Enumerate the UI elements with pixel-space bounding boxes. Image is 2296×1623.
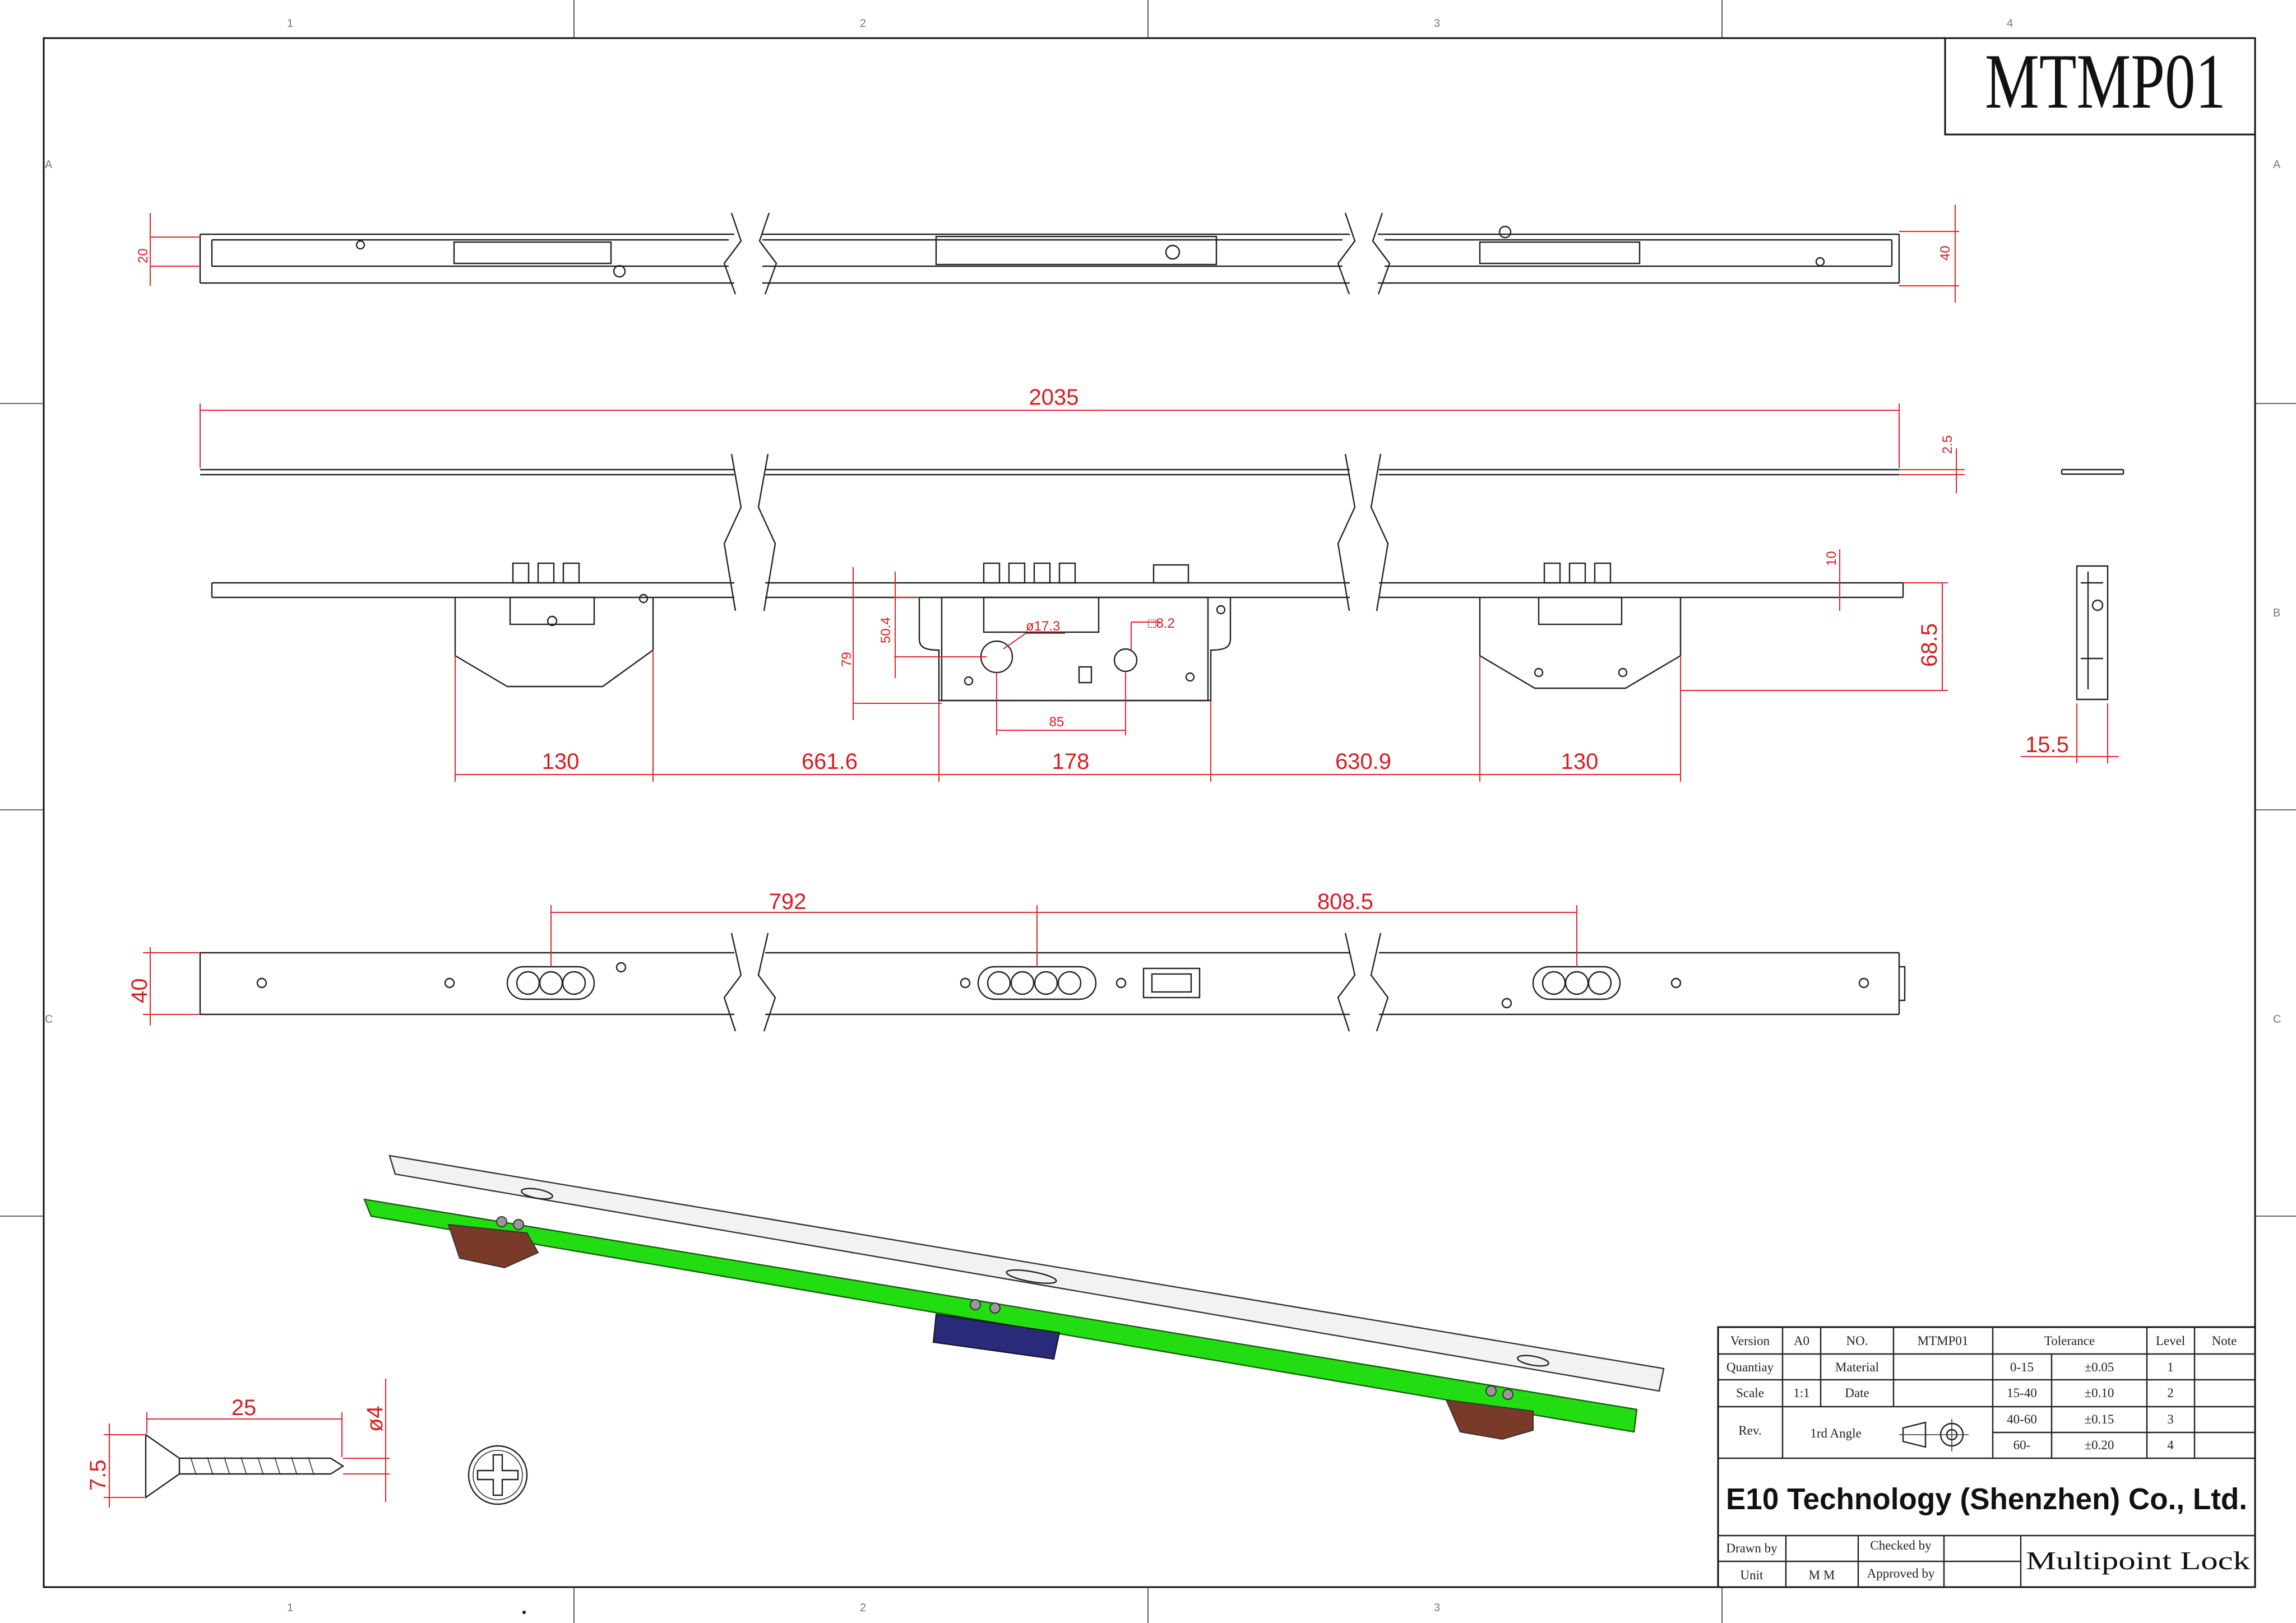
dim-cylinder-dia: ø17.3 bbox=[1026, 619, 1060, 634]
dim-face-right-spacing: 808.5 bbox=[1317, 889, 1373, 914]
zone-col-3-top: 3 bbox=[1434, 17, 1440, 30]
dim-strip-thickness: 2.5 bbox=[1940, 435, 1955, 454]
drawing-number-box bbox=[1944, 37, 2256, 136]
tb-drawn-by-label: Drawn by bbox=[1726, 1541, 1777, 1555]
tb-date-label: Date bbox=[1845, 1386, 1869, 1400]
iso-hook-case-left bbox=[447, 1223, 539, 1269]
dim-center-distance: 85 bbox=[1049, 715, 1064, 730]
tb-tol-range-2: 15-40 bbox=[2007, 1386, 2037, 1400]
drawing-number: MTMP01 bbox=[1985, 38, 2226, 125]
screw-drawing: 25 ø4 7.5 bbox=[86, 1379, 528, 1508]
dim-face-left-spacing: 792 bbox=[769, 889, 807, 914]
tb-quantity-label: Quantiay bbox=[1726, 1360, 1774, 1374]
tb-tol-range-1: 0-15 bbox=[2010, 1360, 2034, 1374]
zone-col-2-bottom: 2 bbox=[860, 1602, 866, 1614]
dim-top-left-height: 20 bbox=[136, 248, 151, 263]
tb-tol-level-4: 4 bbox=[2167, 1438, 2174, 1452]
screw-head-icon bbox=[467, 1445, 528, 1505]
zone-col-2-top: 2 bbox=[860, 17, 866, 30]
dim-bolt-projection: 10 bbox=[1824, 551, 1839, 566]
dim-case-depth: 68.5 bbox=[1917, 623, 1942, 667]
zone-row-a-right: A bbox=[2273, 159, 2281, 171]
zone-col-3-bottom: 3 bbox=[1434, 1602, 1440, 1614]
tb-angle-label: 1rd Angle bbox=[1810, 1426, 1861, 1440]
title-block: Version A0 NO. MTMP01 Quantiay Material … bbox=[1717, 1326, 2256, 1588]
dim-screw-diameter: ø4 bbox=[363, 1406, 387, 1432]
tb-rev-label: Rev. bbox=[1738, 1423, 1761, 1437]
zone-row-c-right: C bbox=[2273, 1013, 2281, 1026]
tb-tol-value-3: ±0.15 bbox=[2085, 1412, 2114, 1426]
top-view: 20 40 bbox=[136, 205, 1959, 303]
tb-unit-value: M M bbox=[1809, 1568, 1835, 1582]
tb-tol-level-2: 2 bbox=[2167, 1386, 2174, 1400]
zone-row-c-left: C bbox=[45, 1013, 53, 1026]
dim-center-height: 79 bbox=[839, 652, 854, 667]
zone-col-4-top: 4 bbox=[2007, 17, 2013, 30]
tb-approved-by-label: Approved by bbox=[1867, 1566, 1935, 1580]
dim-screw-head: 7.5 bbox=[86, 1459, 110, 1491]
tb-tol-level-3: 3 bbox=[2167, 1412, 2174, 1426]
dim-seg-left-gap: 661.6 bbox=[802, 749, 858, 774]
dim-seg-right-gap: 630.9 bbox=[1335, 749, 1391, 774]
zone-row-a-left: A bbox=[45, 159, 53, 171]
isometric-assembly bbox=[363, 1154, 1665, 1440]
dim-seg-left-case: 130 bbox=[542, 749, 580, 774]
tb-note-label: Note bbox=[2212, 1334, 2237, 1348]
tb-level-label: Level bbox=[2156, 1334, 2185, 1348]
tb-material-label: Material bbox=[1835, 1360, 1879, 1374]
tb-tol-range-4: 60- bbox=[2013, 1438, 2031, 1452]
tb-scale-label: Scale bbox=[1736, 1386, 1764, 1400]
tb-tol-level-1: 1 bbox=[2167, 1360, 2174, 1374]
dim-overall-length: 2035 bbox=[1029, 385, 1079, 410]
dim-screw-length: 25 bbox=[232, 1395, 257, 1420]
tb-no-value: MTMP01 bbox=[1918, 1334, 1969, 1348]
front-view: 2035 2.5 10 68.5 50.4 79 ø17.3 □8.2 85 1… bbox=[200, 385, 2124, 782]
tb-version-value: A0 bbox=[1794, 1334, 1809, 1348]
dim-seg-right-case: 130 bbox=[1561, 749, 1599, 774]
projection-angle-icon bbox=[1899, 1419, 1969, 1452]
dim-top-right-height: 40 bbox=[1938, 245, 1953, 261]
tb-no-label: NO. bbox=[1846, 1334, 1868, 1348]
iso-rod bbox=[363, 1198, 1638, 1433]
face-view: 792 808.5 40 bbox=[127, 889, 1906, 1032]
tb-scale-value: 1:1 bbox=[1793, 1386, 1809, 1400]
tb-tol-value-1: ±0.05 bbox=[2085, 1360, 2114, 1374]
zone-row-b-right: B bbox=[2273, 607, 2280, 619]
dim-face-width: 40 bbox=[127, 979, 152, 1004]
tb-tol-range-3: 40-60 bbox=[2007, 1412, 2037, 1426]
tb-tol-value-4: ±0.20 bbox=[2085, 1438, 2114, 1452]
dim-backset: 50.4 bbox=[878, 617, 894, 643]
zone-col-1-bottom: 1 bbox=[287, 1602, 293, 1614]
iso-faceplate bbox=[388, 1154, 1665, 1392]
dim-seg-main-case: 178 bbox=[1052, 749, 1090, 774]
iso-gearbox bbox=[932, 1313, 1061, 1360]
dim-side-width: 15.5 bbox=[2025, 732, 2069, 757]
iso-hook-case-right bbox=[1445, 1399, 1534, 1440]
tb-part-name: Multipoint Lock bbox=[2026, 1546, 2250, 1575]
tb-checked-by-label: Checked by bbox=[1870, 1538, 1932, 1552]
tb-unit-label: Unit bbox=[1740, 1568, 1764, 1582]
dim-spindle: □8.2 bbox=[1148, 616, 1175, 631]
tb-version-label: Version bbox=[1730, 1334, 1770, 1348]
zone-col-1-top: 1 bbox=[287, 17, 293, 30]
tb-company: E10 Technology (Shenzhen) Co., Ltd. bbox=[1726, 1482, 2247, 1516]
tb-tol-value-2: ±0.10 bbox=[2085, 1386, 2114, 1400]
tb-tolerance-label: Tolerance bbox=[2044, 1334, 2095, 1348]
